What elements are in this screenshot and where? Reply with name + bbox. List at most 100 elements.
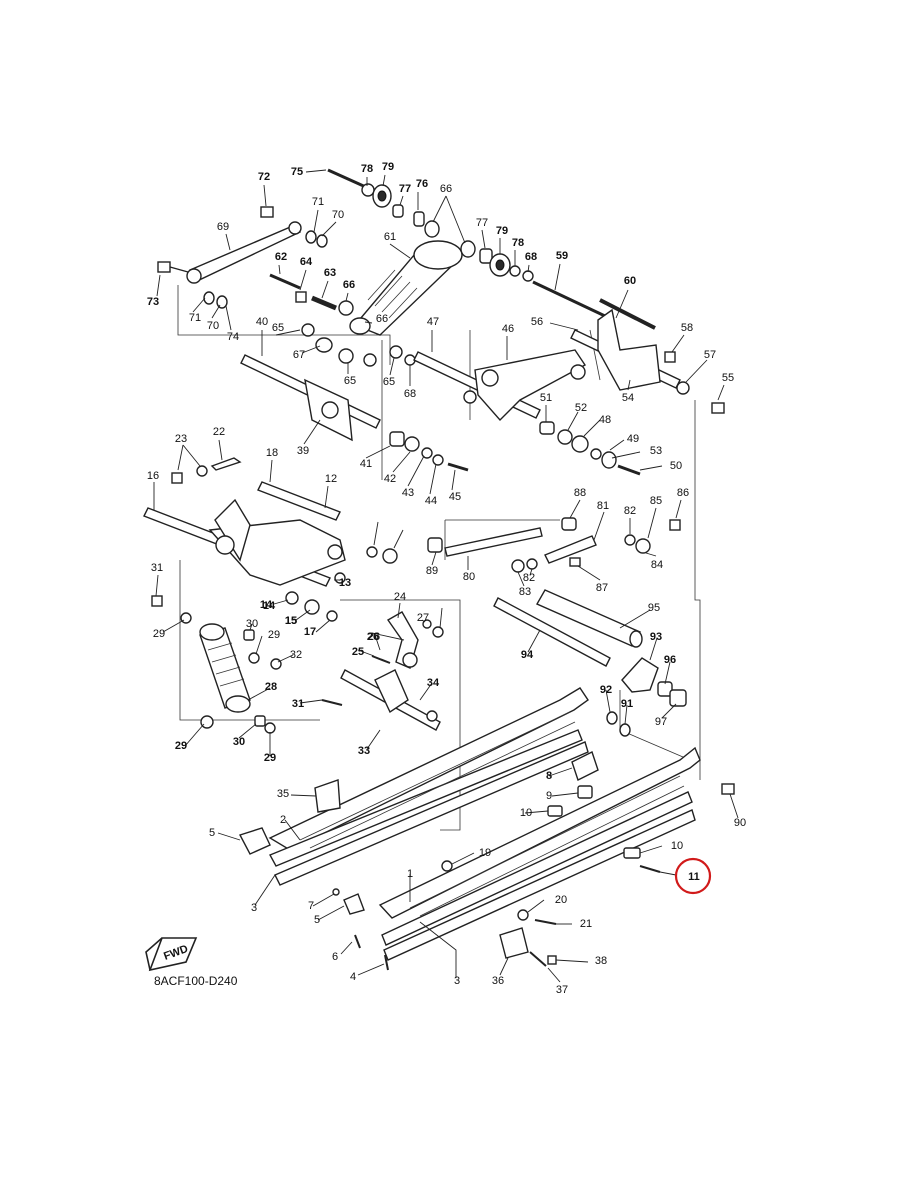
callout-74: 74 bbox=[227, 331, 239, 343]
arm-shaft-assembly bbox=[240, 308, 725, 476]
callout-69: 69 bbox=[217, 221, 229, 233]
callout-42: 42 bbox=[384, 473, 396, 485]
callout-29: 29 bbox=[268, 629, 280, 641]
callout-31: 31 bbox=[292, 698, 304, 710]
callout-37: 37 bbox=[556, 984, 568, 996]
callout-70: 70 bbox=[207, 320, 219, 332]
callout-4: 4 bbox=[350, 971, 356, 983]
callout-57: 57 bbox=[704, 349, 716, 361]
callout-66: 66 bbox=[376, 313, 388, 325]
callout-39: 39 bbox=[297, 445, 309, 457]
callout-86: 86 bbox=[677, 487, 689, 499]
leader-lines bbox=[153, 169, 739, 983]
callout-64: 64 bbox=[300, 256, 313, 268]
callout-35: 35 bbox=[277, 788, 289, 800]
callout-17: 17 bbox=[304, 626, 316, 638]
callout-36: 36 bbox=[492, 975, 504, 987]
callout-48: 48 bbox=[599, 414, 611, 426]
callout-92: 92 bbox=[600, 684, 612, 696]
callout-84: 84 bbox=[651, 559, 663, 571]
callout-87: 87 bbox=[596, 582, 608, 594]
callout-88: 88 bbox=[574, 487, 586, 499]
callout-65: 65 bbox=[383, 376, 395, 388]
callout-93: 93 bbox=[650, 631, 662, 643]
callout-97: 97 bbox=[655, 716, 667, 728]
front-linkage bbox=[340, 611, 444, 731]
callout-23: 23 bbox=[175, 433, 187, 445]
callout-95: 95 bbox=[648, 602, 660, 614]
callout-18: 18 bbox=[266, 447, 278, 459]
slide-rails bbox=[238, 687, 735, 971]
callout-72: 72 bbox=[258, 171, 270, 183]
callout-70: 70 bbox=[332, 209, 344, 221]
callout-85: 85 bbox=[650, 495, 662, 507]
callout-27: 27 bbox=[417, 612, 429, 624]
callout-47: 47 bbox=[427, 316, 439, 328]
callout-63: 63 bbox=[324, 267, 336, 279]
callout-31: 31 bbox=[151, 562, 163, 574]
callout-41: 41 bbox=[360, 458, 372, 470]
callout-90: 90 bbox=[734, 817, 746, 829]
callout-82: 82 bbox=[523, 572, 535, 584]
callout-29: 29 bbox=[264, 752, 276, 764]
callout-52: 52 bbox=[575, 402, 587, 414]
callout-13: 13 bbox=[339, 577, 351, 589]
callout-34: 34 bbox=[427, 677, 440, 689]
callout-6: 6 bbox=[332, 951, 338, 963]
callout-66: 66 bbox=[343, 279, 355, 291]
callout-29: 29 bbox=[153, 628, 165, 640]
diagram-reference-code: 8ACF100-D240 bbox=[154, 974, 238, 988]
callout-82: 82 bbox=[624, 505, 636, 517]
callout-15: 15 bbox=[285, 615, 297, 627]
callout-29: 29 bbox=[175, 740, 187, 752]
callout-7: 7 bbox=[308, 900, 314, 912]
callout-28: 28 bbox=[265, 681, 277, 693]
callout-55: 55 bbox=[722, 372, 734, 384]
callout-45: 45 bbox=[449, 491, 461, 503]
callout-79: 79 bbox=[382, 161, 394, 173]
callout-60: 60 bbox=[624, 275, 636, 287]
callout-73: 73 bbox=[147, 296, 159, 308]
callout-5: 5 bbox=[314, 914, 320, 926]
callout-16: 16 bbox=[147, 470, 159, 482]
callout-75: 75 bbox=[291, 166, 303, 178]
callout-26: 26 bbox=[368, 631, 380, 643]
callout-65: 65 bbox=[272, 322, 284, 334]
callout-25: 25 bbox=[352, 646, 364, 658]
callout-65: 65 bbox=[344, 375, 356, 387]
callout-30: 30 bbox=[246, 618, 258, 630]
callout-67: 67 bbox=[293, 349, 305, 361]
callout-12: 12 bbox=[325, 473, 337, 485]
callout-91: 91 bbox=[621, 698, 633, 710]
callout-51: 51 bbox=[540, 392, 552, 404]
callout-3: 3 bbox=[251, 902, 257, 914]
callout-49: 49 bbox=[627, 433, 639, 445]
callout-32: 32 bbox=[290, 649, 302, 661]
callout-9: 9 bbox=[546, 790, 552, 802]
callout-20: 20 bbox=[555, 894, 567, 906]
callout-89: 89 bbox=[426, 565, 438, 577]
callout-79: 79 bbox=[496, 225, 508, 237]
callout-61: 61 bbox=[384, 231, 396, 243]
cross-shafts-94-95 bbox=[493, 589, 687, 737]
callout-83: 83 bbox=[519, 586, 531, 598]
callout-11: 11 bbox=[688, 871, 700, 883]
callout-5: 5 bbox=[209, 827, 215, 839]
callout-62: 62 bbox=[275, 251, 287, 263]
callout-94: 94 bbox=[521, 649, 534, 661]
callout-2: 2 bbox=[280, 814, 286, 826]
callout-38: 38 bbox=[595, 955, 607, 967]
callout-22: 22 bbox=[213, 426, 225, 438]
front-shock-28 bbox=[151, 591, 343, 734]
callout-56: 56 bbox=[531, 316, 543, 328]
callout-77: 77 bbox=[399, 183, 411, 195]
callout-10: 10 bbox=[520, 807, 532, 819]
callout-76: 76 bbox=[416, 178, 428, 190]
front-arm-assembly bbox=[143, 457, 398, 587]
callout-44: 44 bbox=[425, 495, 437, 507]
callout-81: 81 bbox=[597, 500, 609, 512]
callout-14: 14 bbox=[263, 600, 276, 612]
callout-1: 1 bbox=[407, 868, 413, 880]
callout-77: 77 bbox=[476, 217, 488, 229]
